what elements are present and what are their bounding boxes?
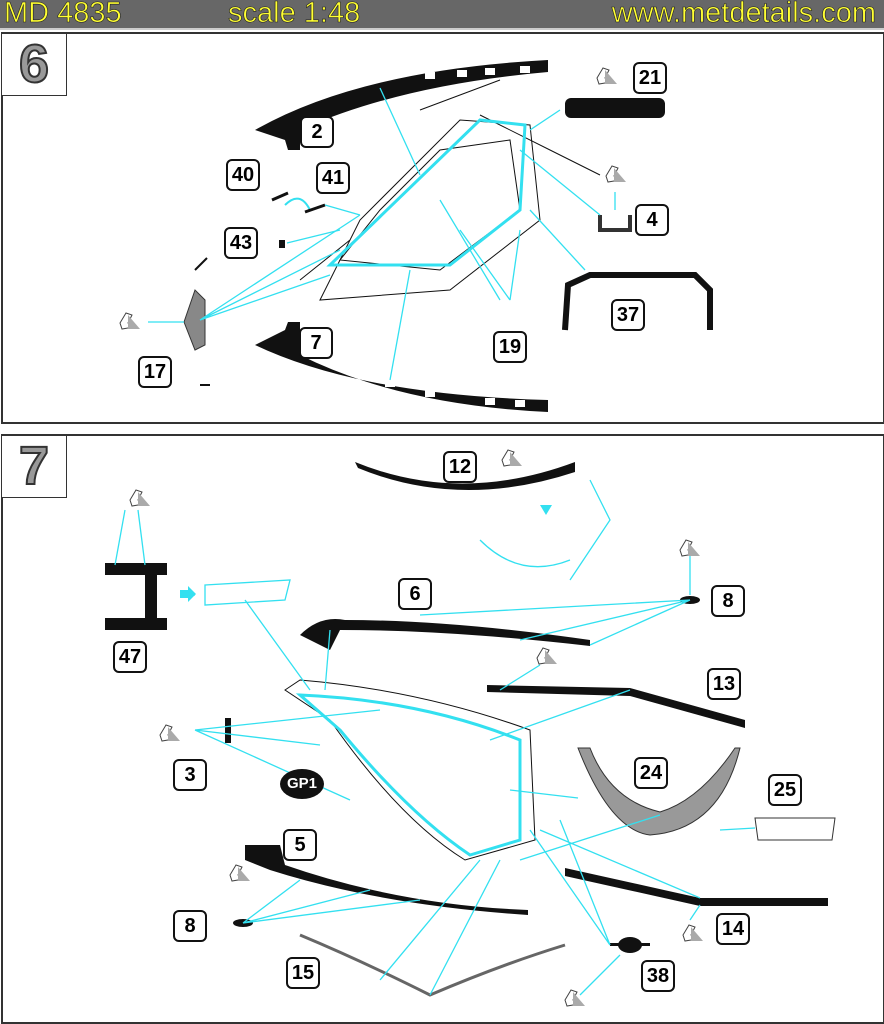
part-label-5: 5 [283, 829, 317, 861]
part-5 [245, 845, 528, 915]
part-17 [183, 289, 206, 351]
part-12 [355, 462, 575, 491]
part-label-8b: 8 [173, 910, 207, 942]
part-label-24: 24 [634, 757, 668, 789]
part-47 [105, 563, 167, 630]
step-number-7: 7 [1, 435, 67, 498]
arrow-down-icon [540, 505, 552, 515]
part-label-37: 37 [611, 299, 645, 331]
part-2-strip [255, 60, 548, 150]
step-number-6: 6 [1, 33, 67, 96]
part-label-17: 17 [138, 356, 172, 388]
cockpit-tub [299, 79, 601, 301]
part-6 [300, 619, 590, 650]
website: www.metdetails.com [611, 0, 876, 29]
part-label-15: 15 [286, 957, 320, 989]
header-bar: MD 4835 scale 1:48 www.metdetails.com [0, 0, 884, 30]
part-38 [610, 937, 650, 953]
part-21 [565, 98, 665, 118]
part-15 [299, 933, 566, 997]
part-4 [598, 215, 632, 232]
part-13 [487, 685, 745, 728]
leader-lines-step7 [114, 479, 756, 996]
part-label-19: 19 [493, 331, 527, 363]
part-7-strip [255, 322, 548, 412]
part-3 [225, 718, 231, 743]
part-label-41: 41 [316, 162, 350, 194]
part-label-47: 47 [113, 641, 147, 673]
scale-label: scale 1:48 [228, 0, 361, 29]
glue-label-gp1: GP1 [280, 769, 324, 799]
part-label-4: 4 [635, 204, 669, 236]
part-14 [565, 868, 828, 906]
part-label-12: 12 [443, 451, 477, 483]
part-25 [754, 817, 836, 841]
part-label-21: 21 [633, 62, 667, 94]
part-label-3: 3 [173, 759, 207, 791]
part-label-6: 6 [398, 578, 432, 610]
part-label-43: 43 [224, 227, 258, 259]
arrow-right-icon [180, 586, 196, 602]
product-code: MD 4835 [4, 0, 122, 29]
part-37 [562, 272, 713, 331]
part-43 [279, 240, 285, 248]
part-label-13: 13 [707, 668, 741, 700]
leader-lines-step6 [148, 87, 616, 381]
part-label-14: 14 [716, 913, 750, 945]
part-41 [284, 197, 311, 211]
part-label-38: 38 [641, 960, 675, 992]
part-label-40: 40 [226, 159, 260, 191]
part-label-8: 8 [711, 585, 745, 617]
part-label-2: 2 [300, 116, 334, 148]
part-label-25: 25 [768, 774, 802, 806]
part-label-7: 7 [299, 327, 333, 359]
